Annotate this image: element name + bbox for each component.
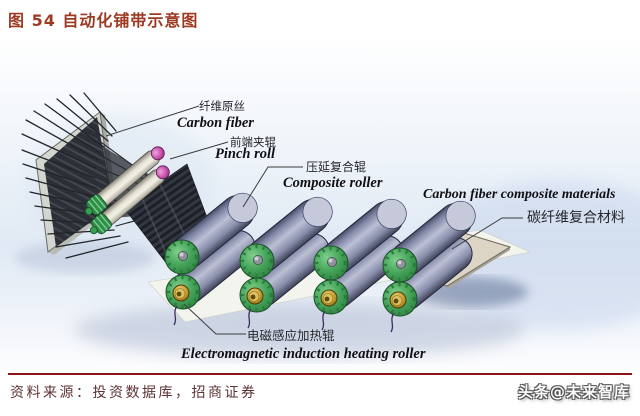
leader-composite-materials — [451, 217, 523, 250]
leader-carbon-fiber — [105, 105, 200, 137]
label-fiber-en: Carbon fiber — [177, 115, 254, 131]
leader-composite-roller — [242, 166, 303, 208]
label-pinch-cn: 前端夹辊 — [230, 135, 276, 149]
heating-roller-caps — [165, 274, 418, 317]
pinch-cap-magenta — [155, 165, 170, 180]
label-composite-roller-en: Composite roller — [283, 175, 383, 191]
pinch-roll-lower — [89, 165, 170, 235]
heater-wires — [173, 305, 395, 333]
label-heating-en: Electromagnetic induction heating roller — [180, 346, 426, 362]
source-note: 资料来源：投资数据库，招商证券 — [10, 386, 258, 401]
label-output-cn: 碳纤维复合材料 — [527, 209, 625, 226]
label-output-en: Carbon fiber composite materials — [423, 187, 616, 202]
label-composite-roller-cn: 压延复合辊 — [306, 159, 366, 174]
pinch-roll-upper — [84, 146, 165, 216]
leader-heating-roller — [183, 303, 246, 335]
composite-roller-caps — [164, 239, 418, 283]
leader-pinch-roll — [169, 141, 229, 160]
figure-footer: 资料来源：投资数据库，招商证券 头条@未来智库 — [8, 373, 632, 416]
label-heating-cn: 电磁感应加热辊 — [247, 328, 335, 343]
tape-laying-schematic: 纤维原丝 Carbon fiber 前端夹辊 Pinch roll 压延复合辊 … — [0, 34, 640, 372]
label-fiber-cn: 纤维原丝 — [199, 99, 245, 113]
pinch-cap-magenta — [150, 146, 165, 161]
schematic-figure: 纤维原丝 Carbon fiber 前端夹辊 Pinch roll 压延复合辊 … — [0, 34, 640, 372]
figure-header: 图 54 自动化铺带示意图 — [0, 0, 640, 36]
watermark: 头条@未来智库 — [517, 383, 630, 401]
figure-title: 图 54 自动化铺带示意图 — [8, 11, 199, 30]
label-pinch-en: Pinch roll — [215, 146, 275, 162]
leader-lines — [105, 105, 523, 335]
